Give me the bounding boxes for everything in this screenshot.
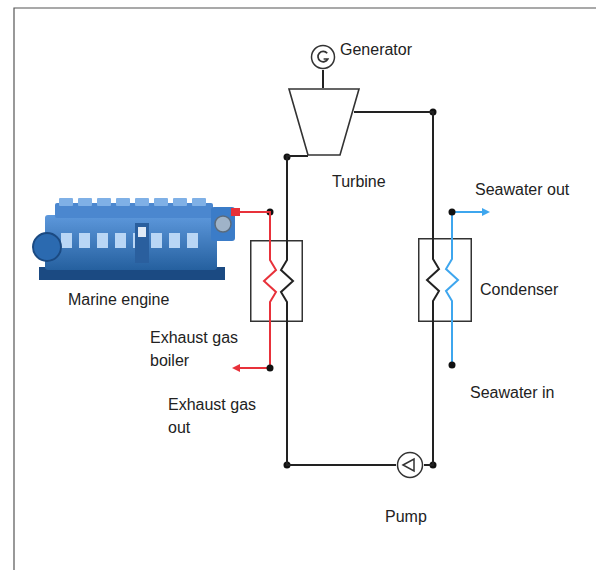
pipe-connector (322, 70, 324, 88)
boiler-symbol (250, 240, 303, 322)
boiler-node: Exhaust gas boiler (250, 240, 303, 322)
frame-border (14, 8, 596, 570)
seawater-in-pipe (451, 322, 453, 365)
pipe-connector (424, 322, 433, 465)
pipe-connector (287, 156, 308, 240)
engine-node: Marine engine (35, 195, 240, 285)
exhaust-out-pipe (234, 322, 270, 368)
engine-illustration (35, 195, 240, 285)
condenser-symbol (418, 238, 472, 322)
pump-symbol (396, 451, 424, 479)
pipe-label: Seawater out (475, 178, 569, 201)
pipe-connector (240, 212, 270, 240)
generator-symbol (310, 44, 336, 70)
generator-node: Generator (310, 44, 336, 70)
node-label: Exhaust gas boiler (150, 326, 240, 372)
turbine-symbol (288, 88, 360, 156)
turbine-node: Turbine (288, 88, 360, 156)
pump-node: Pump (396, 451, 424, 479)
node-label: Pump (385, 505, 427, 528)
pipe-connector (287, 322, 396, 465)
node-label: Condenser (480, 278, 558, 301)
node-label: Turbine (332, 170, 386, 193)
pipe-label: Seawater in (470, 381, 555, 404)
node-label: Marine engine (68, 288, 169, 311)
condenser-node: Condenser (418, 238, 472, 322)
seawater-out-pipe (452, 212, 488, 238)
node-label: Generator (340, 38, 412, 61)
pipe-label: Exhaust gas out (168, 393, 268, 439)
